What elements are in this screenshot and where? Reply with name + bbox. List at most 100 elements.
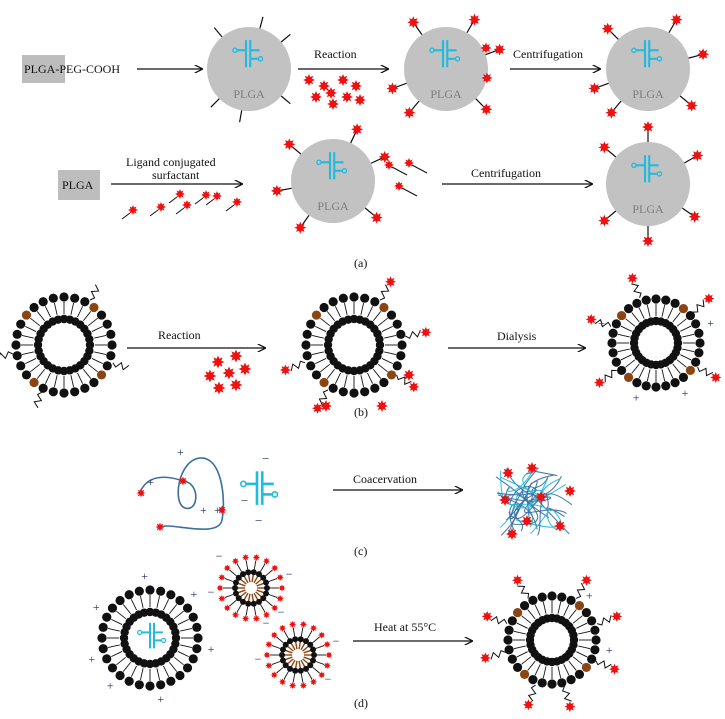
ligand-star-icon — [609, 663, 620, 675]
peg-chain — [318, 389, 329, 406]
ligand-star-icon — [278, 584, 286, 592]
lipid-head — [695, 338, 705, 348]
lipid-head — [96, 370, 107, 380]
ligand-star-icon — [521, 515, 533, 527]
ligand-star-icon — [229, 378, 243, 392]
lipid-head — [319, 377, 329, 388]
ligand-star-icon — [218, 573, 226, 581]
lipid-head — [392, 361, 402, 371]
ligand-star-icon — [502, 467, 514, 479]
ligand-star-icon — [283, 138, 296, 151]
lipid-head — [641, 295, 651, 305]
ligand-star-icon — [403, 106, 416, 119]
lipid-head — [182, 663, 193, 673]
ligand-star-icon — [232, 197, 242, 207]
peg-chain — [527, 684, 537, 702]
lipid-head — [134, 586, 144, 596]
ligand-star-icon — [403, 369, 415, 381]
plga-peg-cooh-box — [22, 55, 65, 83]
lipid-head — [29, 377, 39, 388]
lipid-head — [192, 644, 202, 654]
plus-charge: + — [598, 316, 605, 330]
sirna-icon — [429, 40, 461, 68]
ligand-star-icon — [136, 488, 146, 498]
lipid-head — [48, 387, 58, 397]
ligand-star-icon — [278, 624, 287, 632]
sirna-icon — [316, 152, 348, 180]
ligand-star-icon — [376, 400, 388, 412]
lipid-head — [379, 302, 389, 313]
minus-charge: − — [286, 567, 293, 581]
ligand-star-icon — [688, 210, 701, 223]
lipid-head — [678, 303, 689, 314]
ligand-star-icon — [670, 13, 683, 26]
ligand-star-icon — [685, 99, 698, 112]
minus-charge: − — [333, 634, 340, 648]
lipid-head — [360, 293, 370, 303]
lipid-head — [685, 310, 696, 321]
heat-label: Heat at 55°C — [374, 620, 436, 634]
ligand-star-icon — [289, 681, 297, 690]
ligand-star-icon — [318, 631, 326, 639]
lipid-head — [80, 297, 90, 307]
plus-charge: + — [606, 643, 613, 657]
ligand-star-icon — [325, 651, 333, 659]
ligand-star-icon — [479, 652, 491, 664]
ligand-star-icon — [222, 366, 236, 380]
ligand-star-icon — [309, 624, 318, 632]
plus-charge: + — [214, 503, 221, 517]
ligand-star-icon — [499, 494, 511, 506]
peg-chain — [490, 615, 508, 625]
ligand-star-icon — [581, 574, 592, 586]
ligand-star-icon — [327, 98, 339, 110]
lipid-head — [98, 622, 108, 632]
ligand-star-icon — [341, 91, 353, 103]
ligand-star-icon — [480, 103, 493, 116]
minus-charge: − — [216, 549, 223, 563]
lipid-head — [188, 612, 198, 622]
plus-charge: + — [107, 678, 114, 692]
ligand-star-icon — [384, 160, 394, 170]
ligand-star-icon — [178, 476, 188, 486]
polyplex-complex — [495, 462, 576, 540]
panel-a: PLGA-PEG-COOH PLGA Reaction PLGA Centrif… — [22, 13, 710, 270]
ligand-star-icon — [218, 595, 226, 603]
free-surfactant-ligands — [384, 158, 428, 197]
lipid-head — [504, 645, 514, 655]
ligand-star-icon — [271, 604, 279, 612]
ligand-star-icon — [594, 377, 605, 389]
lipid-head — [12, 329, 22, 339]
plus-charge: + — [177, 445, 184, 459]
ligand-star-icon — [493, 43, 506, 56]
lipid-head — [311, 370, 322, 380]
lipid-head — [70, 387, 80, 397]
lipid-head — [611, 319, 621, 329]
peg-chain — [561, 686, 572, 702]
plga-sphere-5: PLGA — [598, 121, 704, 247]
lipid-head — [29, 302, 39, 313]
lipid-head — [193, 633, 203, 643]
ligand-star-icon — [303, 74, 315, 86]
ligand-star-icon — [276, 595, 284, 603]
ligand-star-icon — [611, 610, 623, 622]
ligand-star-icon — [128, 205, 138, 215]
ligand-star-icon — [276, 573, 284, 581]
peg-chain — [575, 582, 586, 599]
ligand-star-icon — [564, 485, 576, 497]
lipid-head — [102, 654, 112, 664]
lipid-head — [670, 378, 680, 388]
ligand-star-icon — [203, 369, 217, 383]
lipid-head — [608, 348, 618, 358]
ligand-star-icon — [279, 364, 291, 376]
lipid-head — [21, 310, 32, 320]
lipid-head — [102, 612, 112, 622]
plus-charge: + — [707, 316, 714, 330]
lipid-head — [581, 662, 592, 673]
lipid-head — [98, 644, 108, 654]
lipid-head — [386, 370, 397, 380]
lipid-head — [691, 319, 701, 329]
plga-sphere-label: PLGA — [233, 87, 265, 101]
ligand-star-icon — [231, 611, 240, 619]
ligand-star-icon — [404, 158, 414, 168]
